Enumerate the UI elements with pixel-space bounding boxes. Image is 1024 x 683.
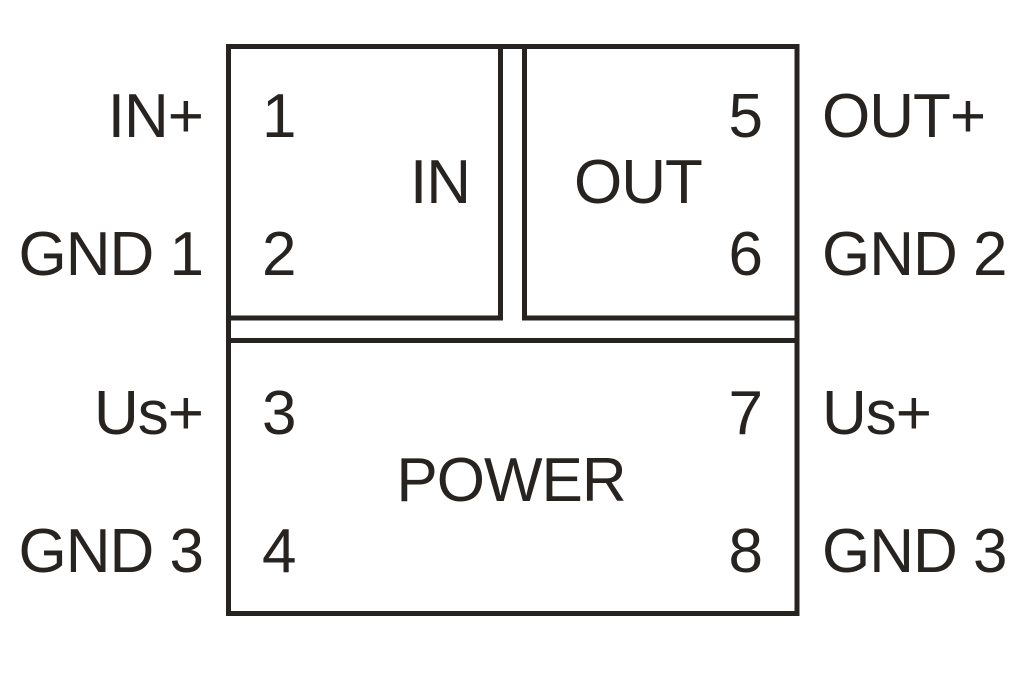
pin-number-8: 8	[728, 517, 763, 586]
pin-number-7: 7	[728, 379, 763, 448]
terminal-label-us-plus-right: Us+	[822, 379, 932, 448]
terminal-label-gnd-3-left: GND 3	[18, 517, 204, 586]
pin-number-6: 6	[728, 220, 763, 289]
pin-number-2: 2	[262, 220, 296, 289]
terminal-label-in-plus: IN+	[107, 82, 204, 151]
terminal-label-gnd-1: GND 1	[18, 220, 204, 289]
terminal-label-us-plus-left: Us+	[94, 379, 204, 448]
pin-number-5: 5	[728, 82, 763, 151]
terminal-label-out-plus: OUT+	[822, 82, 986, 151]
block-label-power: POWER	[396, 446, 626, 515]
block-label-out: OUT	[574, 148, 703, 217]
pin-number-3: 3	[262, 379, 296, 448]
pin-number-4: 4	[262, 517, 296, 586]
pin-number-1: 1	[262, 82, 296, 151]
terminal-label-gnd-3-right: GND 3	[822, 517, 1007, 586]
module-outline	[226, 44, 800, 616]
block-label-in: IN	[410, 148, 471, 217]
terminal-label-gnd-2: GND 2	[822, 220, 1007, 289]
